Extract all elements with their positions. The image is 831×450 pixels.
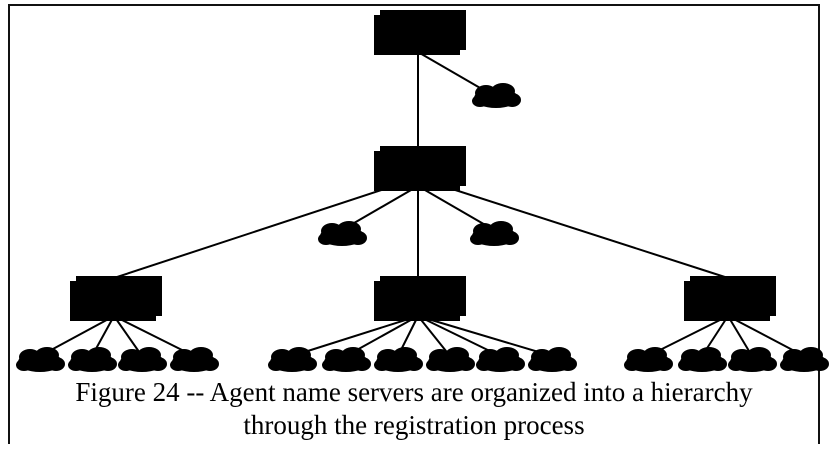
root-name-server-icon xyxy=(374,10,466,55)
agent-cloud-icon xyxy=(374,347,423,372)
edge-server-agent xyxy=(417,315,553,357)
leaf-name-server-icon xyxy=(684,276,776,321)
agent-cloud-icon xyxy=(68,347,117,372)
edge-mid-to-server xyxy=(417,177,729,279)
edge-mid-agent xyxy=(417,185,495,231)
edge-server-agent xyxy=(113,315,195,357)
mid-name-server-icon xyxy=(374,146,466,191)
leaf-name-server-icon xyxy=(70,276,162,321)
edge-server-agent xyxy=(113,315,143,357)
agent-cloud-icon xyxy=(780,347,829,372)
agent-cloud-icon xyxy=(426,347,475,372)
edge-mid-to-server xyxy=(113,177,419,279)
agent-cloud-icon xyxy=(322,347,371,372)
edge-server-agent xyxy=(417,315,501,357)
agent-cloud-icon xyxy=(318,221,367,246)
edge-server-agent xyxy=(417,315,451,357)
agent-cloud-icon xyxy=(728,347,777,372)
agent-cloud-icon xyxy=(476,347,525,372)
agent-cloud-icon xyxy=(678,347,727,372)
agent-cloud-icon xyxy=(118,347,167,372)
agent-cloud-icon xyxy=(470,221,519,246)
leaf-name-server-icon xyxy=(374,276,466,321)
agent-cloud-icon xyxy=(472,83,521,108)
caption-line-1: Figure 24 -- Agent name servers are orga… xyxy=(75,377,753,407)
agent-cloud-icon xyxy=(16,347,65,372)
caption-line-2: through the registration process xyxy=(243,410,585,440)
edge-server-agent xyxy=(727,315,753,357)
edge-server-agent xyxy=(291,315,419,357)
figure-caption: Figure 24 -- Agent name servers are orga… xyxy=(8,376,820,442)
agent-cloud-icon xyxy=(170,347,219,372)
agent-cloud-icon xyxy=(528,347,577,372)
agent-cloud-icon xyxy=(624,347,673,372)
figure-frame xyxy=(8,4,820,444)
